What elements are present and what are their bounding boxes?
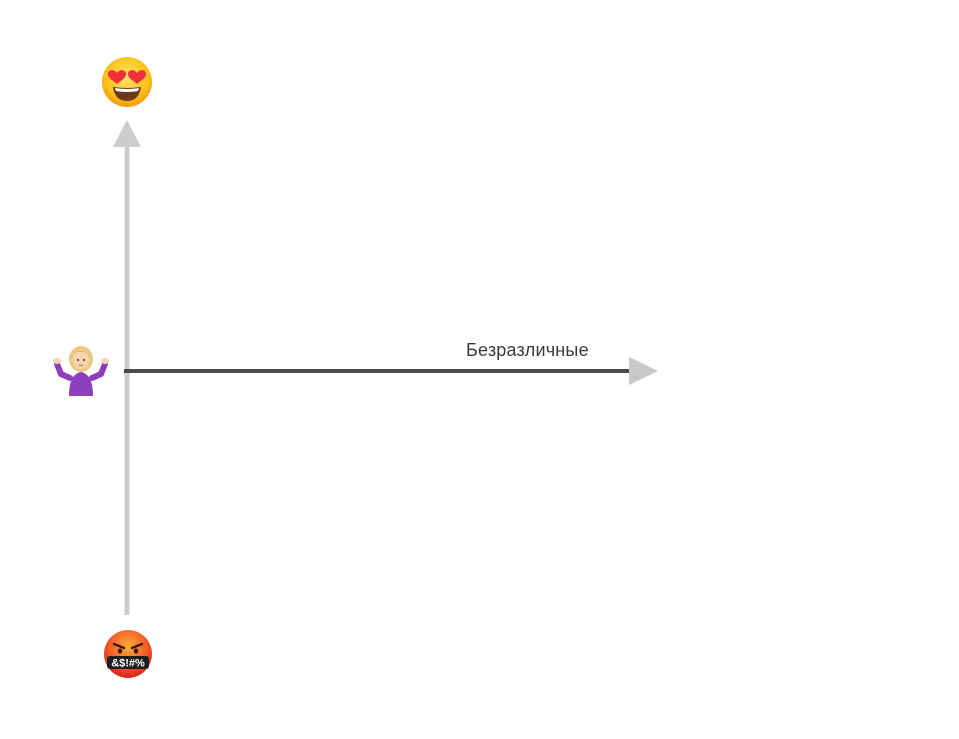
swearing-symbols: &$!#% [111,658,145,670]
horizontal-axis-label: Безразличные [466,340,589,360]
heart-eyes-face-icon [100,55,154,109]
swearing-face-icon: &$!#% [102,628,154,680]
vertical-axis-arrowhead [113,120,141,147]
shrugging-woman-icon [52,344,110,398]
horizontal-axis-arrowhead [629,357,658,385]
